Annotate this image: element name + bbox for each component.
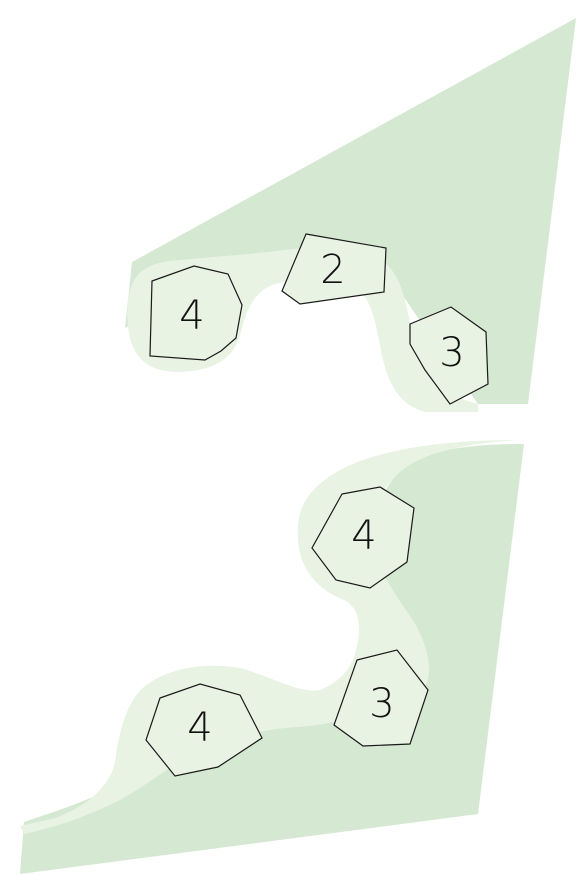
bottom-piece-4-upper-label: 4 [351, 513, 376, 559]
top-piece-2-label: 2 [320, 247, 345, 293]
top-piece-4-label: 4 [179, 293, 204, 339]
top-panel: 4 2 3 [125, 18, 576, 412]
bottom-panel: 4 3 4 [20, 440, 524, 874]
bottom-piece-3-label: 3 [369, 681, 394, 727]
bottom-piece-4-lower-label: 4 [187, 705, 212, 751]
top-piece-3-label: 3 [439, 330, 464, 376]
